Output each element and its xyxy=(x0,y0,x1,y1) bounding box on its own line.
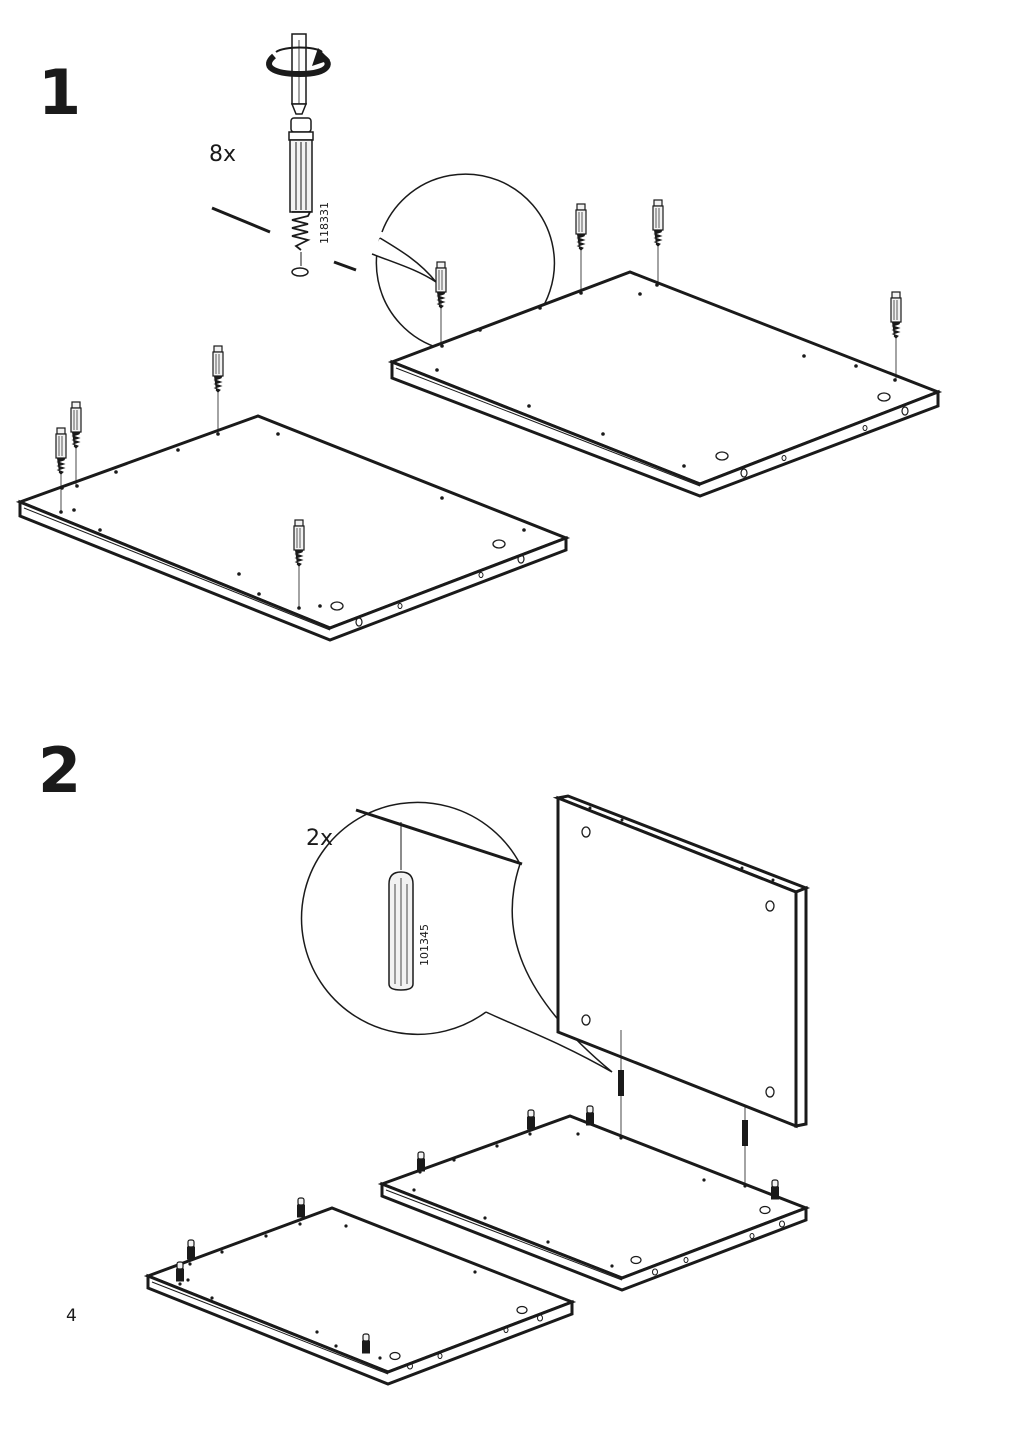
board-bottom-left xyxy=(15,414,571,642)
wooden-dowel-icon xyxy=(388,871,414,991)
step-1-number: 1 xyxy=(38,56,82,129)
callout-magnifier-2 xyxy=(300,801,613,1073)
board-step2-left xyxy=(143,1197,577,1386)
rotate-clockwise-icon xyxy=(266,46,331,78)
board-step2-right xyxy=(377,1105,811,1292)
step-1-part-number: 118331 xyxy=(318,202,331,244)
page-number: 4 xyxy=(66,1306,77,1326)
step-2-illustration: 2x 101345 xyxy=(143,794,811,1386)
step-1-illustration: 8x 118331 xyxy=(15,33,943,642)
step-2-number: 2 xyxy=(38,734,82,807)
callout-magnifier-1 xyxy=(211,117,556,353)
screwdriver-icon xyxy=(290,33,308,115)
cam-dowel-screws-left xyxy=(55,345,305,608)
side-panel-upright xyxy=(552,794,811,1129)
cam-dowel-screws-right xyxy=(435,199,902,380)
dowels-inserting xyxy=(618,1030,748,1184)
step-2-part-number: 101345 xyxy=(418,924,431,966)
board-top-right xyxy=(387,270,943,498)
step-2-quantity: 2x xyxy=(306,826,333,851)
step-1-quantity: 8x xyxy=(209,142,236,167)
cam-dowel-screw-icon xyxy=(288,117,314,277)
